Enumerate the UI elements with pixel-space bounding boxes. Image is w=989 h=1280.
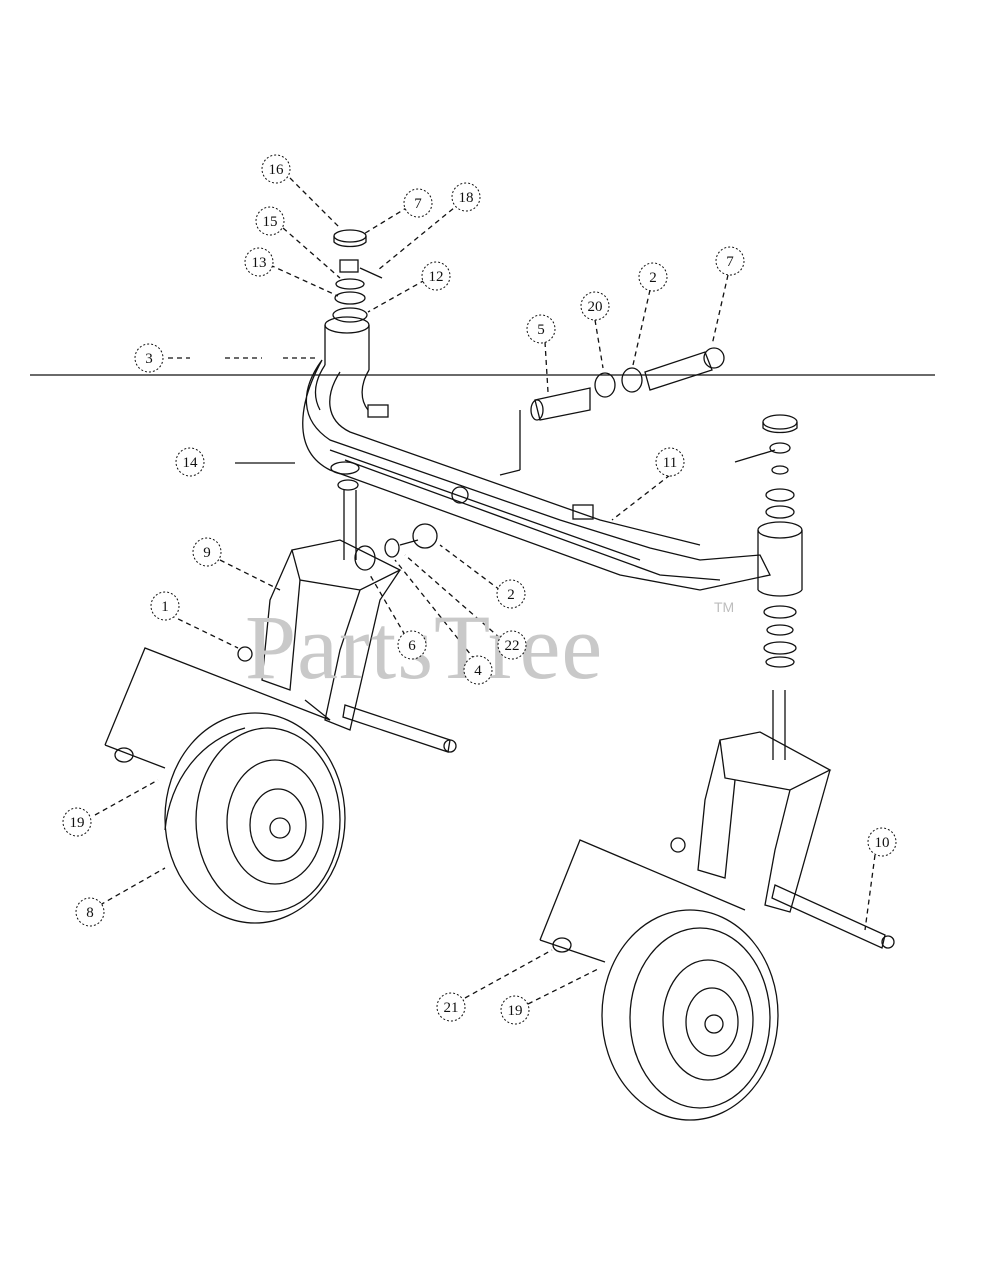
left-spindle-housing [314, 316, 370, 411]
callout-number: 3 [145, 351, 153, 367]
callout-circle [403, 188, 433, 218]
callout-circle [638, 262, 668, 292]
fork-washers [354, 523, 438, 571]
callout-circle [244, 247, 274, 277]
callout-number: 7 [726, 254, 734, 270]
callout-22: 22 [497, 630, 527, 660]
callout-number: 10 [875, 835, 890, 851]
callout-circle [75, 897, 105, 927]
callout-4: 4 [463, 655, 493, 685]
pivot-bolt-assembly [530, 347, 725, 421]
callout-16: 16 [261, 154, 291, 184]
callout-number: 13 [252, 255, 267, 271]
callout-circle [62, 807, 92, 837]
watermark-trademark: TM [714, 599, 734, 615]
callout-circle [192, 537, 222, 567]
callout-1: 1 [150, 591, 180, 621]
callout-circle [655, 447, 685, 477]
callout-number: 20 [588, 299, 603, 315]
right-spindle-housing [734, 414, 803, 668]
callout-19: 19 [62, 807, 92, 837]
callout-number: 12 [429, 269, 444, 285]
callout-number: 21 [444, 1000, 459, 1016]
callout-18: 18 [451, 182, 481, 212]
callout-number: 2 [507, 587, 515, 603]
callout-19: 19 [500, 995, 530, 1025]
front-axle-beam [302, 359, 771, 591]
callout-circle [463, 655, 493, 685]
callout-number: 1 [161, 599, 169, 615]
callout-number: 6 [408, 638, 416, 654]
callout-circle [436, 992, 466, 1022]
callout-14: 14 [175, 447, 205, 477]
callout-circle [496, 579, 526, 609]
callout-12: 12 [421, 261, 451, 291]
callout-6: 6 [397, 630, 427, 660]
callout-number: 19 [70, 815, 85, 831]
callout-number: 15 [263, 214, 278, 230]
callout-circle [261, 154, 291, 184]
callout-circle [867, 827, 897, 857]
callout-number: 8 [86, 905, 94, 921]
leader-lines [94, 177, 876, 1005]
callout-number: 5 [537, 322, 545, 338]
callout-circle [715, 246, 745, 276]
callout-15: 15 [255, 206, 285, 236]
callout-21: 21 [436, 992, 466, 1022]
callout-number: 11 [663, 455, 677, 471]
callout-3: 3 [134, 343, 164, 373]
callout-13: 13 [244, 247, 274, 277]
callout-number: 14 [183, 455, 199, 471]
callout-number: 22 [505, 638, 520, 654]
callout-number: 4 [474, 663, 482, 679]
callout-number: 9 [203, 545, 211, 561]
left-caster-fork [261, 539, 402, 731]
callout-circle [421, 261, 451, 291]
left-bearing-stack [332, 229, 383, 323]
right-axle-bolt [670, 837, 895, 949]
callout-7: 7 [715, 246, 745, 276]
callout-11: 11 [655, 447, 685, 477]
callout-circle [134, 343, 164, 373]
callout-circle [580, 291, 610, 321]
callout-number: 16 [269, 162, 285, 178]
left-wheel [104, 647, 346, 924]
callout-2: 2 [496, 579, 526, 609]
callout-number: 7 [414, 196, 422, 212]
left-axle-bolt [237, 646, 457, 753]
callout-7: 7 [403, 188, 433, 218]
callout-circle [497, 630, 527, 660]
callout-circle [526, 314, 556, 344]
callout-9: 9 [192, 537, 222, 567]
callout-number: 19 [508, 1003, 523, 1019]
callout-20: 20 [580, 291, 610, 321]
callout-circle [500, 995, 530, 1025]
callout-5: 5 [526, 314, 556, 344]
callout-circle [150, 591, 180, 621]
callout-circle [255, 206, 285, 236]
callout-number: 18 [459, 190, 474, 206]
callout-circle [175, 447, 205, 477]
left-spindle-shaft [330, 461, 360, 560]
callout-2: 2 [638, 262, 668, 292]
callout-circle [397, 630, 427, 660]
callout-8: 8 [75, 897, 105, 927]
right-caster-fork [697, 690, 832, 913]
callout-number: 2 [649, 270, 657, 286]
callout-10: 10 [867, 827, 897, 857]
right-wheel [539, 839, 779, 1121]
callout-circle [451, 182, 481, 212]
